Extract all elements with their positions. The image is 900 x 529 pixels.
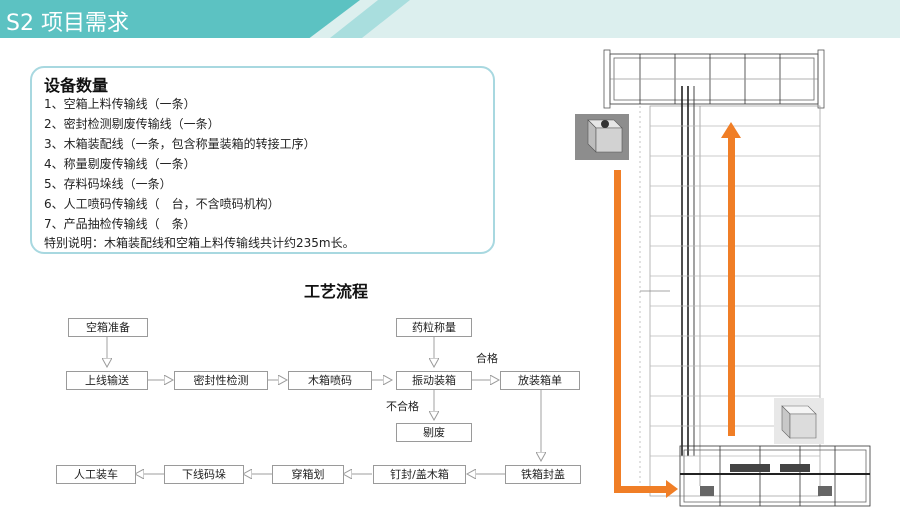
page-title: S2 项目需求	[6, 11, 129, 36]
flow-title: 工艺流程	[304, 282, 369, 301]
bottom-plant-plan	[679, 445, 871, 507]
equipment-item: 1、空箱上料传输线（一条）	[44, 97, 196, 111]
flow-node-vibrate-pack: 振动装箱	[396, 371, 472, 390]
flow-node-empty-box-prep: 空箱准备	[68, 318, 148, 337]
orange-arrow-right-shaft	[614, 486, 668, 493]
equipment-list: 1、空箱上料传输线（一条） 2、密封检测剔废传输线（一条） 3、木箱装配线（一条…	[44, 94, 316, 234]
flow-node-online-transport: 上线输送	[66, 371, 148, 390]
header-banner: S2 项目需求	[0, 0, 900, 38]
equipment-box: 设备数量 1、空箱上料传输线（一条） 2、密封检测剔废传输线（一条） 3、木箱装…	[30, 66, 495, 254]
flow-node-nail-cover: 钉封/盖木箱	[373, 465, 466, 484]
orange-arrow-right-head	[666, 480, 678, 498]
equipment-item: 4、称量剔废传输线（一条）	[44, 157, 196, 171]
orange-arrow-up-shaft	[728, 136, 735, 436]
top-plant-plan	[603, 49, 825, 109]
flow-node-wood-box-code: 木箱喷码	[288, 371, 372, 390]
orange-arrow-up-head	[721, 122, 741, 138]
flow-arrows	[0, 337, 600, 500]
flow-node-thread-box: 穿箱划	[272, 465, 344, 484]
equipment-item: 3、木箱装配线（一条，包含称量装箱的转接工序）	[44, 137, 316, 151]
flow-node-iron-box-seal: 铁箱封盖	[505, 465, 581, 484]
box-image-bottom	[774, 398, 824, 444]
header-title-band	[0, 0, 360, 38]
equipment-item: 6、人工喷码传输线（ 台，不含喷码机构）	[44, 197, 280, 211]
equipment-title: 设备数量	[44, 76, 109, 95]
flow-node-pellet-weigh: 药粒称量	[396, 318, 472, 337]
equipment-note: 特别说明：木箱装配线和空箱上料传输线共计约235m长。	[44, 236, 355, 250]
flow-node-reject: 剔废	[396, 423, 472, 442]
equipment-item: 2、密封检测剔废传输线（一条）	[44, 117, 220, 131]
flow-node-offline-stack: 下线码垛	[164, 465, 244, 484]
flow-node-place-list: 放装箱单	[500, 371, 580, 390]
orange-flow-arrows	[614, 122, 741, 498]
orange-arrow-down-shaft	[614, 170, 621, 490]
equipment-item: 5、存料码垛线（一条）	[44, 177, 172, 191]
flow-node-manual-load: 人工装车	[56, 465, 136, 484]
flow-label-fail: 不合格	[386, 400, 419, 413]
equipment-item: 7、产品抽检传输线（ 条）	[44, 217, 196, 231]
box-image-top	[575, 114, 629, 160]
layout-drawing	[575, 49, 871, 507]
flow-node-seal-check: 密封性检测	[174, 371, 268, 390]
flow-label-pass: 合格	[476, 352, 498, 365]
